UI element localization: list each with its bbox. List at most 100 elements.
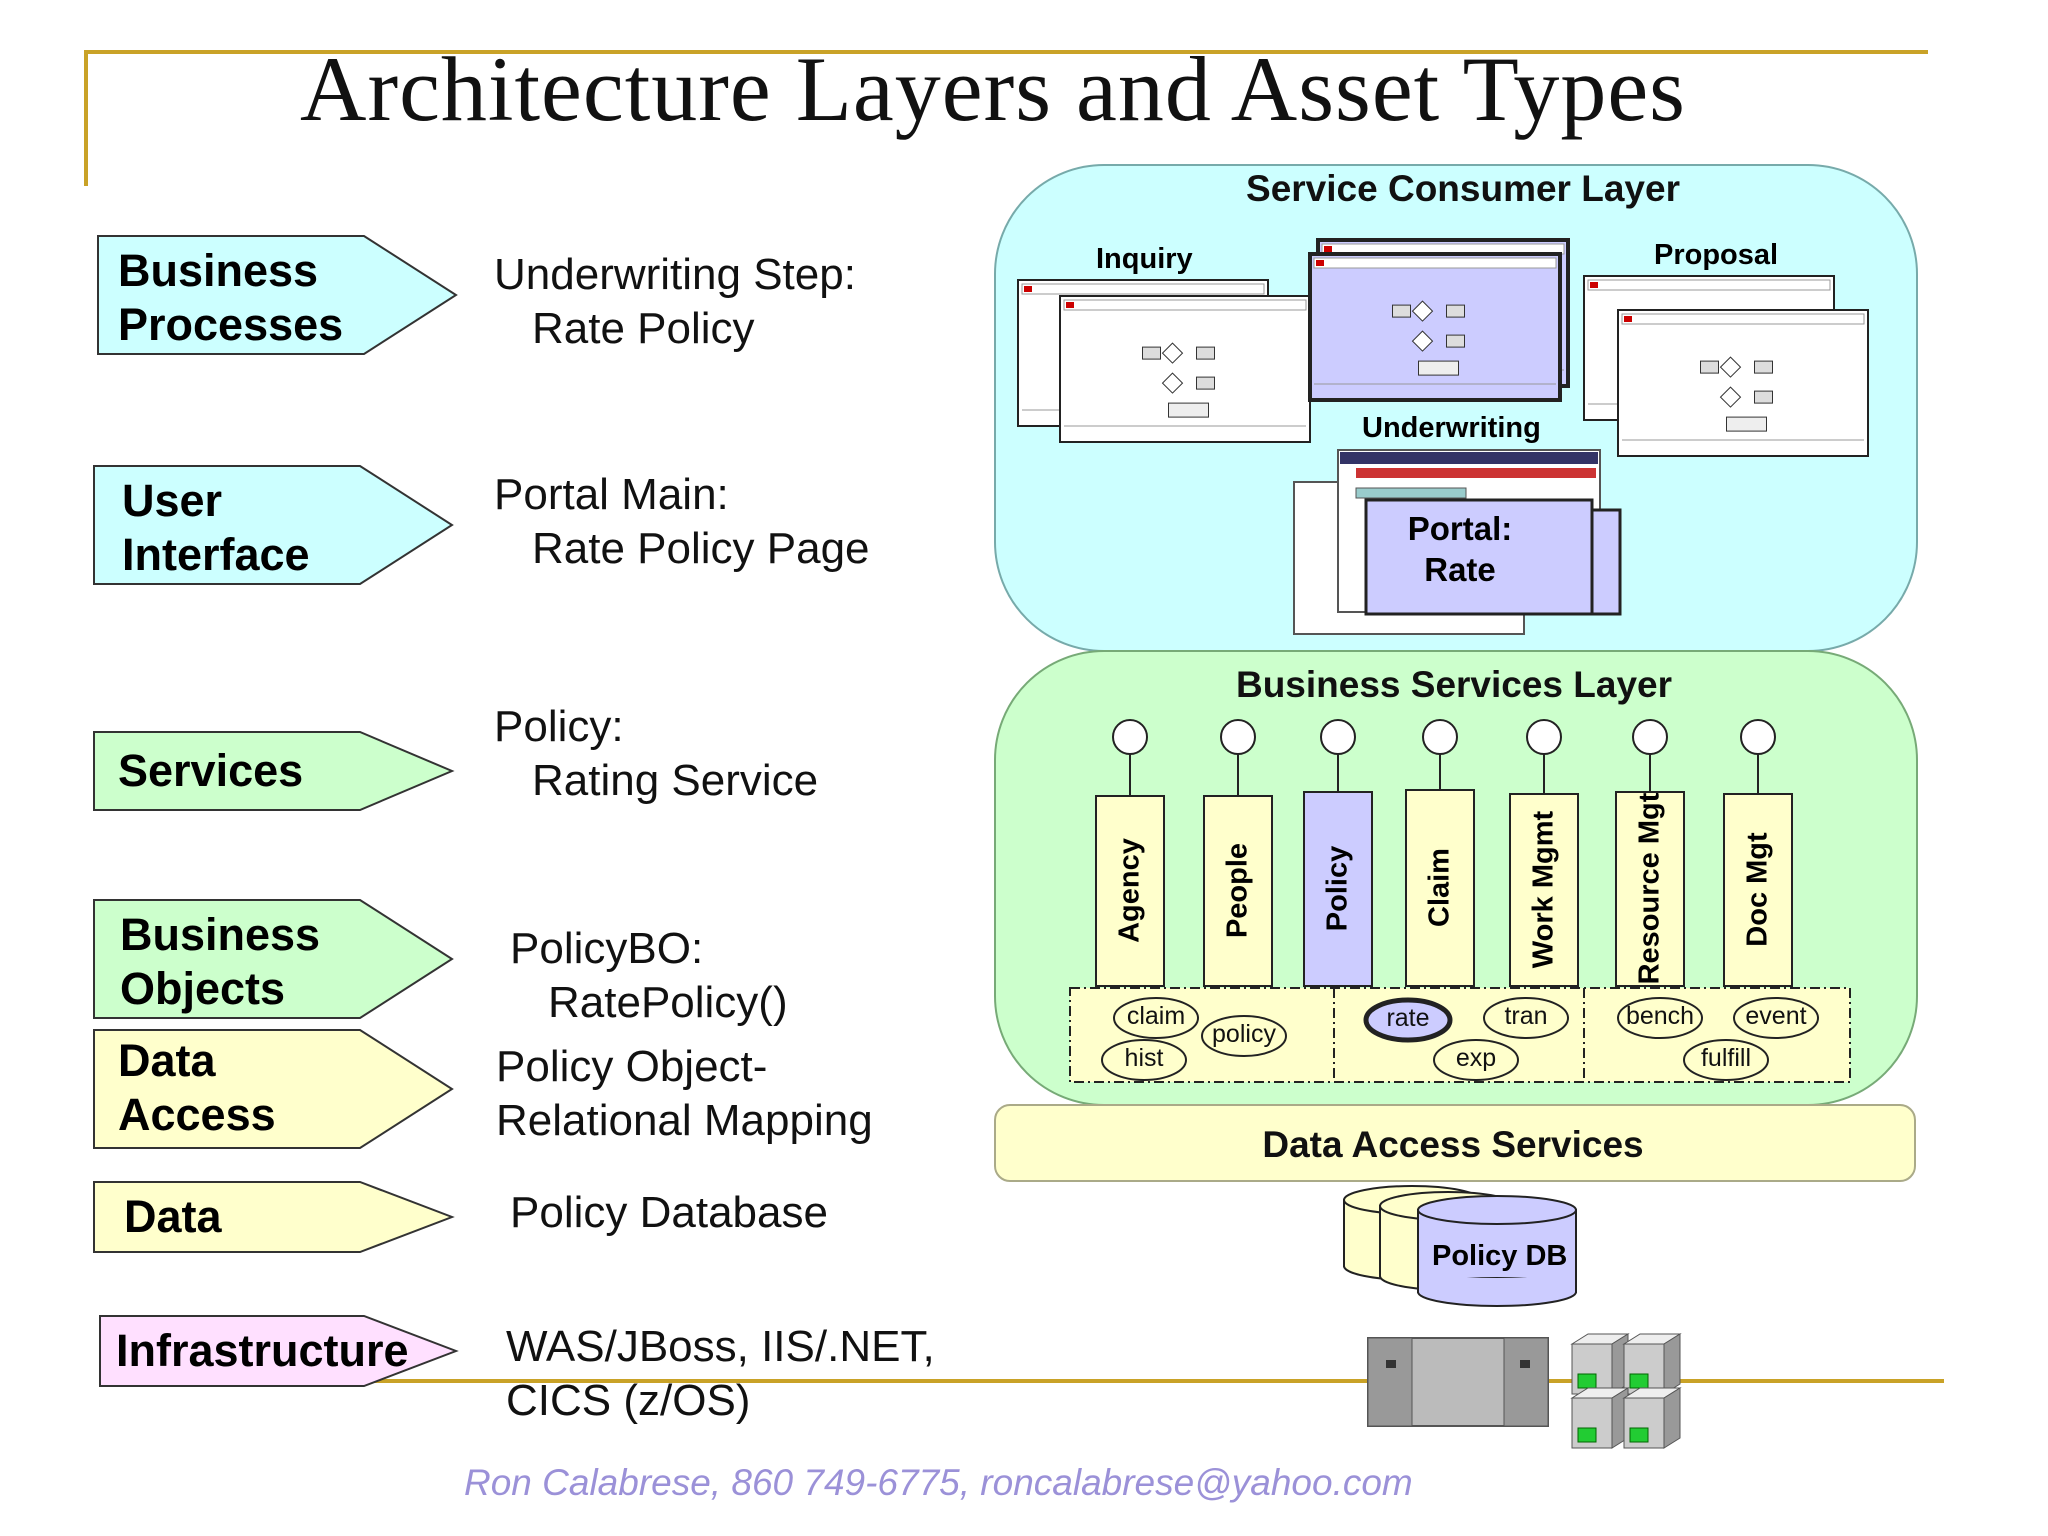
business-object-label: policy (1212, 1020, 1276, 1048)
brand-logo-icon (1590, 282, 1598, 288)
layer-arrow (93, 465, 454, 585)
layer-example-line: Relational Mapping (496, 1096, 873, 1145)
business-object-label: claim (1126, 1002, 1186, 1030)
service-box (1095, 795, 1165, 987)
cylinder-top (1417, 1195, 1577, 1225)
layer-example: WAS/JBoss, IIS/.NET, CICS (z/OS) (506, 1320, 935, 1428)
mainframe-panel (1503, 1337, 1549, 1427)
business-object-oval (1733, 997, 1819, 1039)
service-interface-icon (1320, 719, 1356, 755)
flow-box (1418, 360, 1459, 376)
layer-arrow (97, 235, 458, 355)
screen-label-proposal: Proposal (1654, 239, 1779, 271)
screen-header-bar (1621, 313, 1865, 325)
business-object-oval (1433, 1039, 1519, 1081)
layer-example-line: Rate Policy Page (532, 524, 870, 573)
server-green-light (1629, 1427, 1649, 1443)
flow-box (1196, 376, 1215, 390)
service-box (1509, 793, 1579, 987)
business-object-label: tran (1504, 1002, 1548, 1030)
layer-label-line: Data (118, 1035, 216, 1086)
brand-logo-icon (1324, 246, 1332, 252)
business-object-oval (1617, 997, 1703, 1039)
layer-label-line: Business (118, 245, 319, 296)
server-green-light (1577, 1373, 1597, 1389)
business-object-oval (1113, 997, 1199, 1039)
layer-example-line: Portal Main: (494, 470, 729, 519)
app-header-bar (1356, 468, 1596, 478)
cylinder-fill (1419, 1278, 1575, 1292)
layer-arrow (99, 1315, 459, 1387)
mainframe-panel (1367, 1337, 1413, 1427)
flow-box (1700, 360, 1719, 374)
portal-label-line: Portal: (1407, 510, 1513, 547)
layer-label-line: Data (124, 1191, 222, 1242)
flow-decision (1411, 330, 1434, 352)
flow-box (1754, 390, 1773, 404)
layer-example-line: CICS (z/OS) (506, 1376, 751, 1425)
layer-label-line: Infrastructure (116, 1325, 409, 1376)
flow-decision (1161, 342, 1184, 364)
flow-box (1726, 416, 1767, 432)
layer-label-line: User (122, 475, 223, 526)
service-box (1723, 793, 1793, 987)
portal-rate-box-front (1364, 498, 1594, 616)
flow-box (1754, 360, 1773, 374)
service-interface-icon (1422, 719, 1458, 755)
layer-label-line: Processes (118, 299, 344, 350)
layer-example-line: Rating Service (532, 756, 819, 805)
flow-decision (1411, 300, 1434, 322)
service-box (1615, 791, 1685, 987)
service-interface-icon (1740, 719, 1776, 755)
slide-title: Architecture Layers and Asset Types (300, 38, 1686, 140)
layer-example-line: WAS/JBoss, IIS/.NET, (506, 1322, 935, 1371)
business-object-label: rate (1386, 1004, 1430, 1032)
service-interface-icon (1526, 719, 1562, 755)
screen-thumbnail (1308, 252, 1562, 402)
data-access-services (994, 1104, 1916, 1182)
service-box (1203, 795, 1273, 987)
service-interface-icon (1220, 719, 1256, 755)
layer-label-line: Business (120, 909, 321, 960)
layer-arrow (93, 1181, 455, 1253)
service-box (1303, 791, 1373, 987)
business-object-oval (1201, 1015, 1287, 1057)
flow-box (1446, 304, 1465, 318)
data-access-services-title: Data Access Services (1262, 1124, 1644, 1165)
server-side (1663, 1387, 1681, 1449)
brand-logo-icon (1066, 302, 1074, 308)
layer-example-line: Rate Policy (532, 304, 755, 353)
business-object-oval (1101, 1039, 1187, 1081)
layer-label-line: Interface (122, 529, 310, 580)
screen-header-bar (1313, 257, 1557, 269)
brand-logo-icon (1316, 260, 1324, 266)
screen-thumbnail (1059, 295, 1311, 443)
server-green-light (1629, 1373, 1649, 1389)
portal-label-line: Rate (1424, 551, 1496, 588)
form-field (1355, 487, 1467, 499)
portal-rate-label: Portal: Rate (1367, 508, 1553, 590)
server-green-light (1577, 1427, 1597, 1443)
layer-label: Data (124, 1190, 222, 1244)
flow-box (1196, 346, 1215, 360)
layer-example: Policy Database (510, 1186, 828, 1240)
flow-box (1446, 334, 1465, 348)
consumer-layer-title: Service Consumer Layer (1246, 168, 1680, 209)
flow-box (1168, 402, 1209, 418)
screen-header-bar (1587, 279, 1831, 291)
layer-example: Policy:Rating Service (494, 700, 818, 808)
service-interface-icon (1112, 719, 1148, 755)
business-object-oval (1363, 997, 1453, 1043)
screen-thumbnail (1617, 309, 1869, 457)
business-services-layer-title: Business Services Layer (1235, 664, 1673, 705)
flow-decision (1161, 372, 1184, 394)
layer-example-line: RatePolicy() (548, 978, 788, 1027)
layer-label-line: Services (118, 745, 304, 796)
database-label: Policy DB (1432, 1240, 1568, 1272)
layer-label: Services (118, 744, 303, 798)
